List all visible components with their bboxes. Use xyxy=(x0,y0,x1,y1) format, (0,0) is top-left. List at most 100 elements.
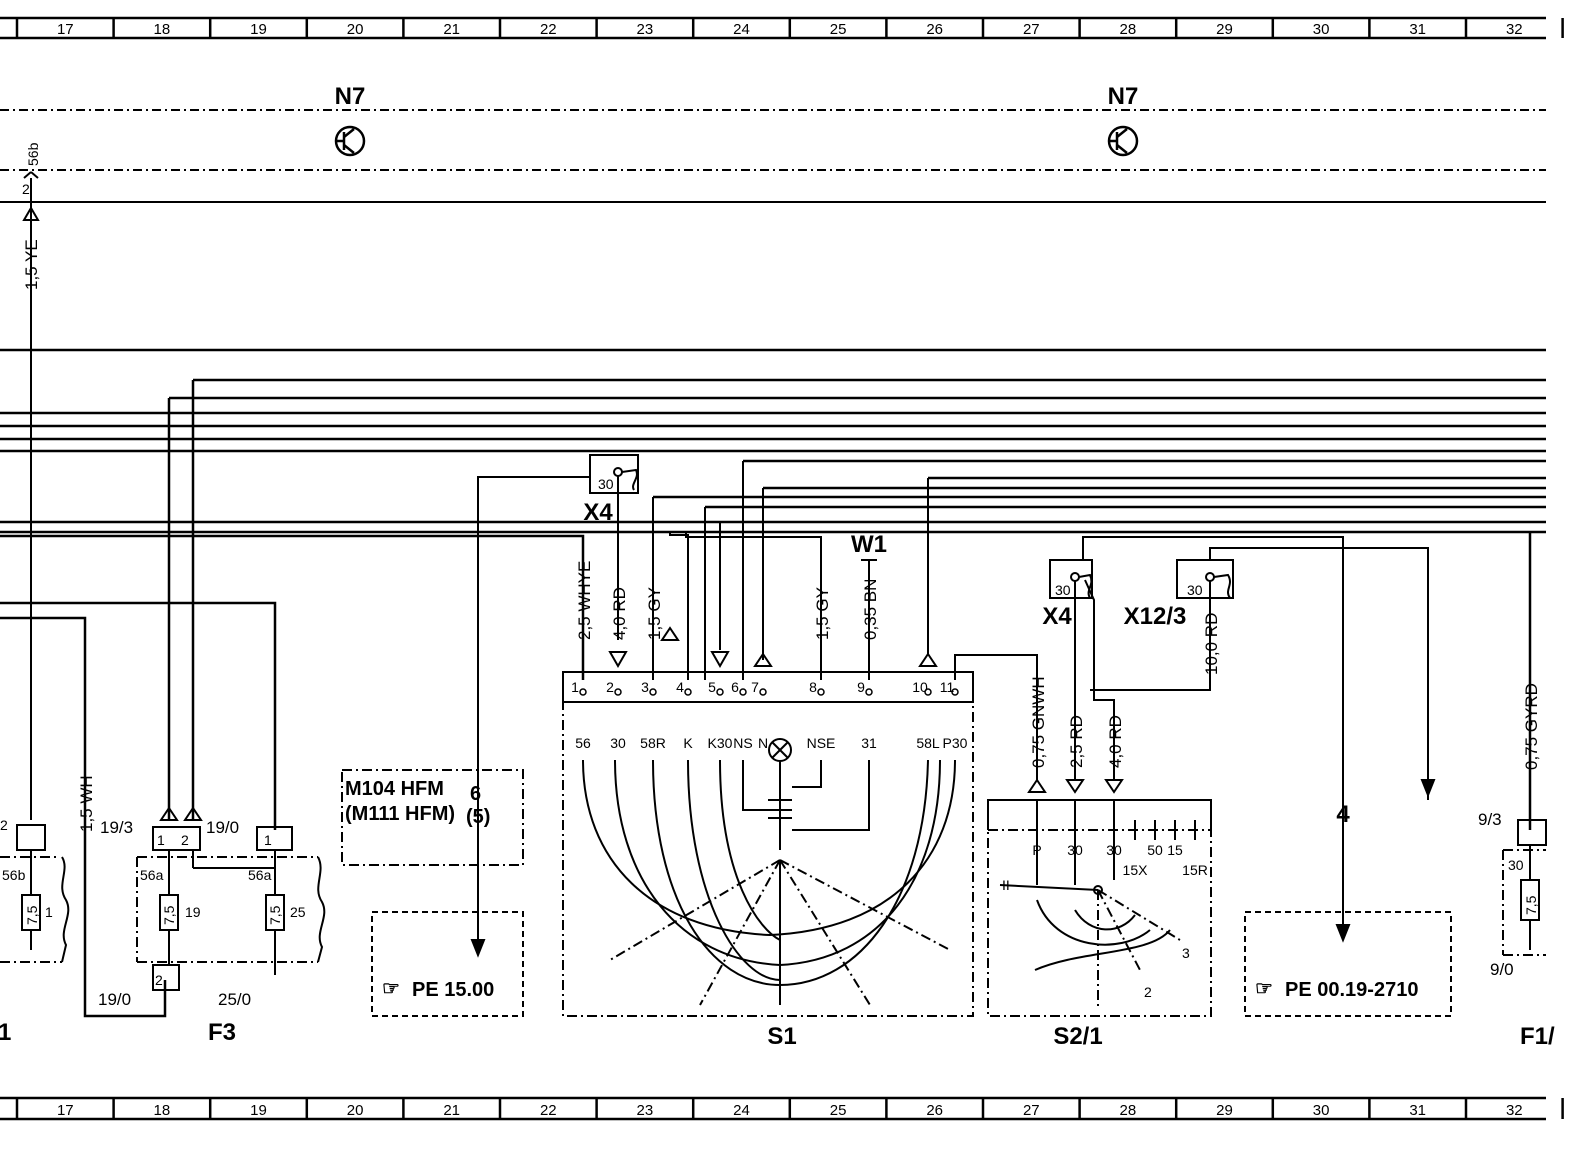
x12-3-label: X12/3 xyxy=(1124,603,1187,630)
x4-right-label: X4 xyxy=(1042,603,1072,630)
ruler-number: 24 xyxy=(733,21,750,38)
wire-label-gnwh: 0,75 GNWH xyxy=(1029,676,1048,768)
s1-pin-number: 1 xyxy=(571,679,579,695)
s1-pin-dot xyxy=(865,688,873,696)
wire-label-ye: 1,5 YE xyxy=(22,239,41,290)
s1-pin-number: 10 xyxy=(912,679,928,695)
f3-fuse-block xyxy=(136,826,326,991)
s1-pin-number: 7 xyxy=(751,679,759,695)
s1-terminal: K30 xyxy=(708,735,733,751)
s1-feed-wires xyxy=(652,461,1038,780)
s1-pin-dot xyxy=(614,688,622,696)
s1-pin-number: 4 xyxy=(676,679,684,695)
pe-0019-hand-icon: ☞ xyxy=(1255,978,1273,1000)
ruler-number: 31 xyxy=(1409,1102,1426,1119)
s1-label: S1 xyxy=(767,1023,796,1050)
ruler-number: 25 xyxy=(830,1102,847,1119)
ruler-number: 27 xyxy=(1023,21,1040,38)
ruler-number: 22 xyxy=(540,21,557,38)
f1-label: F1/ xyxy=(1520,1023,1555,1050)
ruler-number: 18 xyxy=(154,21,171,38)
pin-label: 1 xyxy=(264,832,272,848)
switch-position-label: 2 xyxy=(1144,984,1152,1000)
ruler-number: 25 xyxy=(830,21,847,38)
n7-right-transistor-icon xyxy=(1107,125,1139,157)
n7-left-label: N7 xyxy=(335,83,366,110)
pe-0019-reference: PE 00.19-2710 xyxy=(1285,979,1418,1001)
s2-terminal: 15X xyxy=(1123,862,1149,878)
ruler-number: 20 xyxy=(347,1102,364,1119)
ruler-number: 21 xyxy=(443,21,460,38)
left-component-label: 1 xyxy=(0,1019,11,1046)
wire-label-rd: 4,0 RD xyxy=(1106,715,1125,768)
s1-pin-dot xyxy=(739,688,747,696)
s1-pin-number: 11 xyxy=(940,679,955,695)
fuse-value: 7,5 xyxy=(1523,895,1539,915)
s1-terminal: P30 xyxy=(943,735,968,751)
pin-label: 30 xyxy=(598,476,614,492)
ruler-number: 24 xyxy=(733,1102,750,1119)
ruler-number: 31 xyxy=(1409,21,1426,38)
ruler-number: 23 xyxy=(637,21,654,38)
wire-label-wh: 1,5 WH xyxy=(77,775,96,832)
ruler-number: 19 xyxy=(250,21,267,38)
connector-arrow-icon xyxy=(183,806,203,821)
switch-position-label: 3 xyxy=(1182,945,1190,961)
pin-label: 2 xyxy=(0,817,8,833)
engine-variant-box xyxy=(341,769,524,866)
x12-3-connector xyxy=(1090,547,1436,943)
x4-top-connector xyxy=(589,454,639,640)
ruler-number: 26 xyxy=(926,1102,943,1119)
pin-label: 1 xyxy=(157,832,165,848)
s1-pin-number: 3 xyxy=(641,679,649,695)
fuse-value: 7,5 xyxy=(161,905,177,925)
s2-1-label: S2/1 xyxy=(1053,1023,1102,1050)
pe-15-reference: PE 15.00 xyxy=(412,979,494,1001)
x4-top-label: X4 xyxy=(583,499,613,526)
engine-num-2: (5) xyxy=(466,806,490,828)
n7-left-transistor-icon xyxy=(334,125,366,157)
s2-1-ignition-switch xyxy=(987,778,1212,1017)
ruler-number: 18 xyxy=(154,1102,171,1119)
fuse-ref: 19/0 xyxy=(98,990,131,1009)
ruler-number: 30 xyxy=(1313,1102,1330,1119)
fuse-ref: 9/3 xyxy=(1478,810,1502,829)
s2-terminal: 30 xyxy=(1067,842,1083,858)
ruler-number: 23 xyxy=(637,1102,654,1119)
s2-terminal: P xyxy=(1032,842,1041,858)
pin-label: 30 xyxy=(1055,582,1071,598)
ruler-number: 19 xyxy=(250,1102,267,1119)
w1-ground-label: W1 xyxy=(851,531,887,558)
f1-fuse-block xyxy=(1502,819,1547,956)
s1-pin-dot xyxy=(817,688,825,696)
pin-label: 2 xyxy=(155,972,163,988)
s1-terminal: 30 xyxy=(610,735,626,751)
pe-0019-reference-box xyxy=(1244,911,1452,1017)
wire-label-gy: 1,5 GY xyxy=(645,587,664,640)
n7-right-label: N7 xyxy=(1108,83,1139,110)
fuse-number: 1 xyxy=(45,904,53,920)
fuse-number: 19 xyxy=(185,904,201,920)
switch-position-label: II xyxy=(1002,877,1010,893)
s1-terminal: NS xyxy=(733,735,752,751)
s2-terminal: 15 xyxy=(1167,842,1183,858)
s1-pin-number: 8 xyxy=(809,679,817,695)
wire-label-rd: 2,5 RD xyxy=(1067,715,1086,768)
engine-line-1: M104 HFM xyxy=(345,778,444,800)
ruler-number: 32 xyxy=(1506,21,1523,38)
fuse-ref: 19/0 xyxy=(206,818,239,837)
s1-pin-dot xyxy=(649,688,657,696)
s1-light-switch xyxy=(562,671,974,1017)
s1-pin-number: 5 xyxy=(708,679,716,695)
engine-num-1: 6 xyxy=(470,783,481,805)
s2-terminal: 15R xyxy=(1182,862,1208,878)
ruler-number: 17 xyxy=(57,21,74,38)
s1-terminal: 56 xyxy=(575,735,591,751)
pin-label: 56a xyxy=(248,867,272,883)
fuse-number: 25 xyxy=(290,904,306,920)
